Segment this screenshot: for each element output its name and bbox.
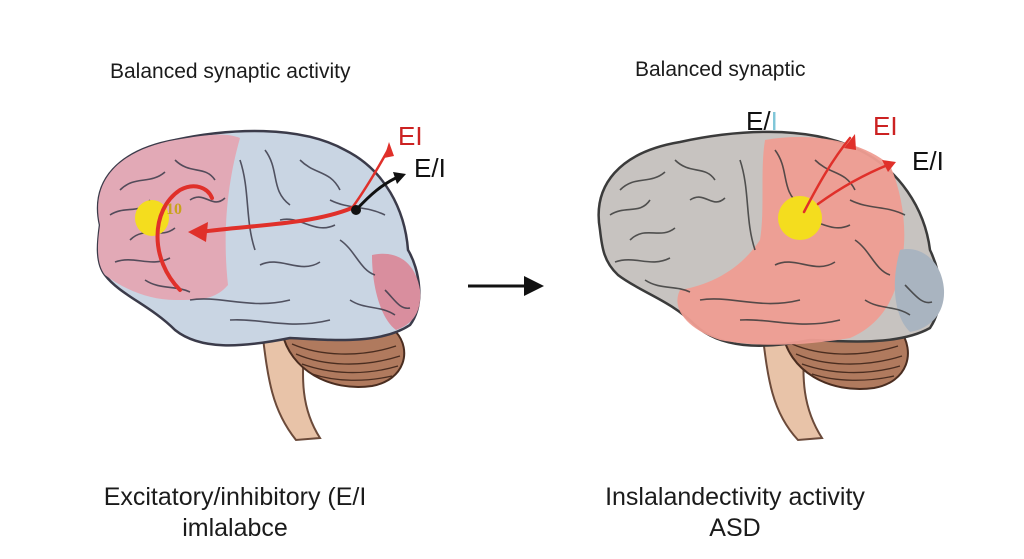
left-brain-illustration: 10 bbox=[96, 129, 421, 442]
right-panel: Balanced synaptic bbox=[560, 0, 1024, 559]
right-caption: Inslalandectivity activity ASD bbox=[560, 482, 910, 544]
right-red-arrow-up bbox=[802, 136, 852, 214]
left-caption-line2: imlalabce bbox=[182, 514, 288, 542]
left-red-arrow-long bbox=[198, 206, 354, 234]
left-black-arrowhead bbox=[393, 172, 406, 184]
right-caption-line2: ASD bbox=[709, 514, 761, 542]
right-label-ei-red: EI bbox=[873, 111, 898, 141]
left-caption: Excitatory/inhibitory (E/I imlalabce bbox=[0, 482, 470, 544]
right-arrow-icon bbox=[468, 276, 544, 296]
left-red-arrow-curve bbox=[155, 184, 214, 292]
left-hotspot bbox=[135, 200, 169, 236]
left-caption-line1: Excitatory/inhibitory (E/I bbox=[103, 483, 367, 511]
right-occipital-region bbox=[894, 249, 945, 332]
left-black-node bbox=[351, 205, 361, 215]
left-label-ei-black: E/I bbox=[414, 153, 446, 183]
right-label-ei-top: E/I bbox=[746, 108, 778, 134]
left-hotspot-number: 10 bbox=[166, 201, 182, 218]
right-red-region bbox=[677, 137, 905, 345]
right-hotspot bbox=[778, 196, 822, 240]
right-label-ei-top-e: E/ bbox=[746, 106, 771, 136]
left-cerebellum bbox=[280, 331, 406, 388]
right-label-ei-black: E/I bbox=[912, 146, 944, 176]
right-label-ei-top-i: I bbox=[770, 106, 778, 136]
left-title: Balanced synaptic activity bbox=[110, 60, 351, 83]
left-red-arrowhead-2 bbox=[384, 142, 394, 158]
right-red-arrow-right bbox=[816, 162, 892, 206]
right-brain-illustration bbox=[597, 130, 945, 442]
right-title: Balanced synaptic bbox=[635, 58, 806, 81]
left-label-ei-red: EI bbox=[398, 121, 423, 151]
right-caption-line1: Inslalandectivity activity bbox=[605, 483, 865, 511]
right-red-arrowhead-1 bbox=[844, 134, 856, 150]
right-red-arrowhead-2 bbox=[882, 160, 896, 172]
left-red-arrowhead-1 bbox=[188, 222, 208, 242]
left-panel: Balanced synaptic activity bbox=[0, 0, 470, 559]
